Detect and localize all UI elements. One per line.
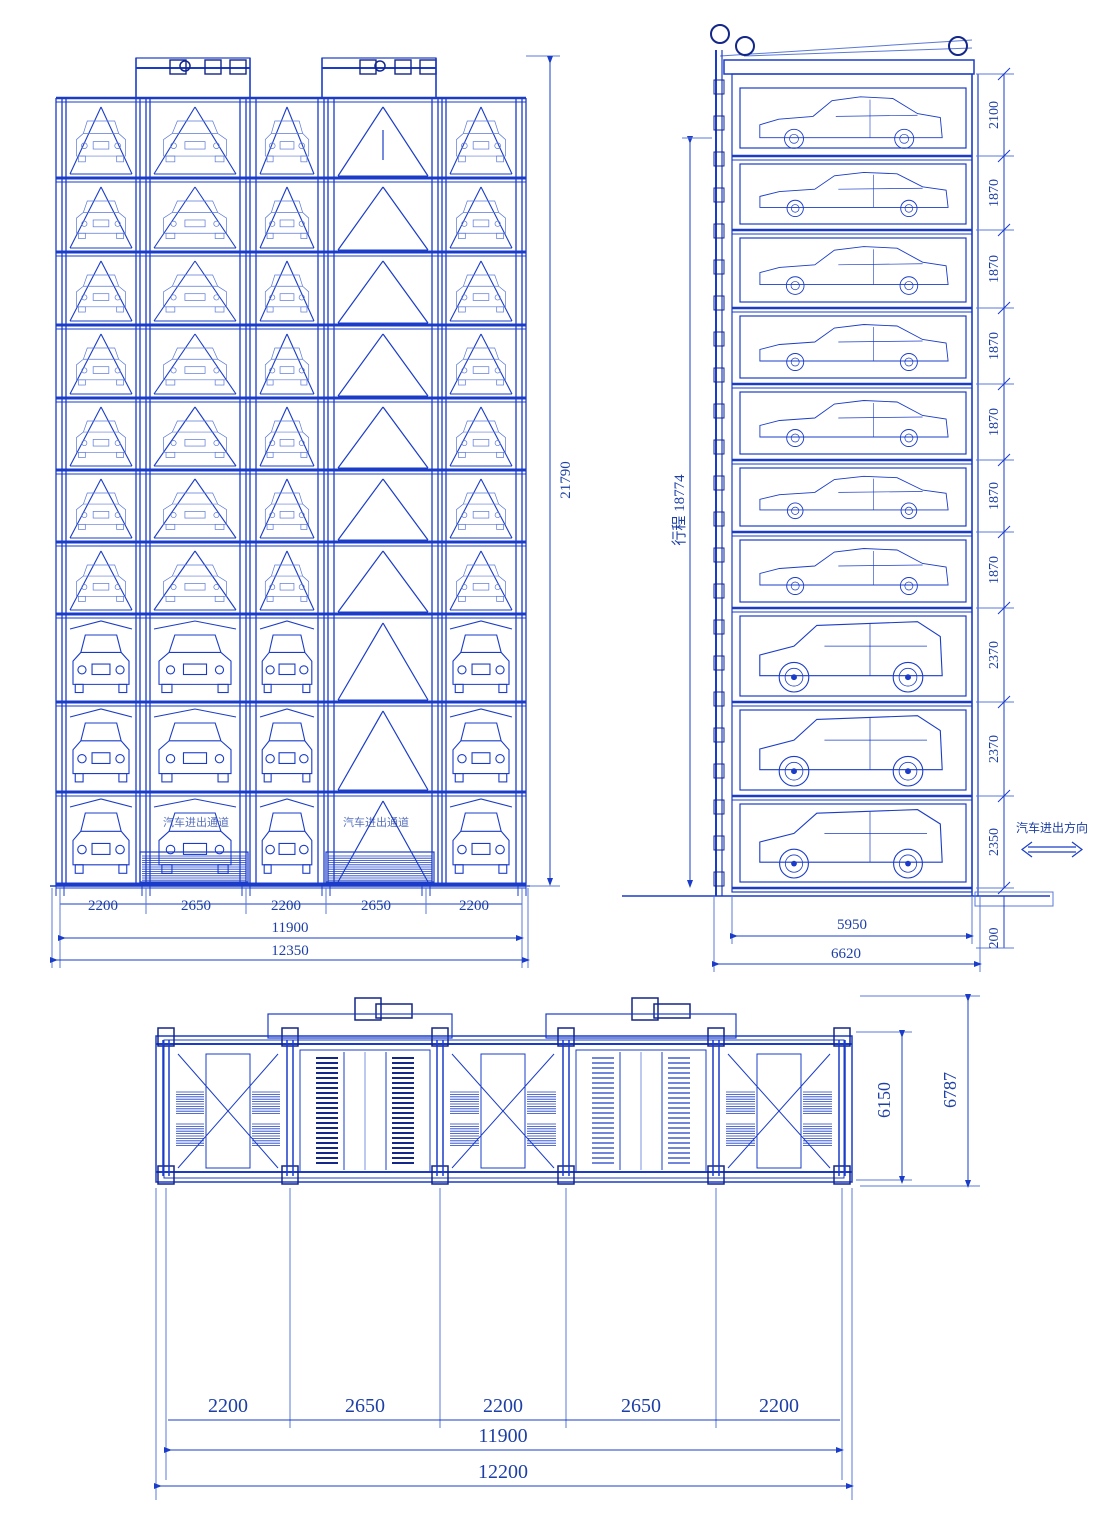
parked-car-front-icon [264, 274, 310, 313]
pulley-icon [948, 36, 968, 56]
front-lane-label-2: 汽车进出通道 [343, 815, 409, 829]
parked-car-front-icon [452, 812, 510, 874]
parked-car-front-icon [456, 200, 506, 239]
parked-car-front-icon [76, 120, 126, 163]
pulley-icon [735, 36, 755, 56]
parked-car-front-icon [264, 200, 310, 239]
front-bay-dim-3: 2200 [271, 898, 301, 914]
side-inner-depth-dim: 5950 [837, 917, 867, 933]
parked-car-front-icon [261, 634, 313, 694]
side-level-dim-1: 2100 [987, 101, 1002, 129]
parked-car-front-icon [163, 347, 227, 386]
pit-depth-dim: 200 [987, 928, 1002, 949]
parked-car-front-icon [163, 120, 227, 163]
parked-car-front-icon [76, 492, 126, 530]
front-height-dim: 21790 [558, 461, 574, 499]
side-level-dim-8: 2370 [987, 641, 1002, 669]
plan-view: 6150 6787 2200 2650 2200 2650 2200 11900… [154, 994, 980, 1500]
parked-car-front-icon [72, 812, 130, 874]
parked-car-front-icon [76, 200, 126, 239]
side-level-dim-9: 2370 [987, 735, 1002, 763]
plan-outer-width-dim: 12200 [478, 1461, 528, 1483]
parked-sedan-icon [759, 400, 949, 447]
parked-sedan-icon [759, 548, 949, 595]
plan-inner-depth-dim: 6150 [874, 1082, 894, 1118]
parked-sedan-icon [759, 475, 949, 520]
front-inner-width-dim: 11900 [272, 920, 309, 936]
parked-car-front-icon [163, 420, 227, 458]
parked-car-front-icon [452, 634, 510, 694]
plan-bay-dim-2: 2650 [345, 1395, 385, 1417]
drive-motor-icon [374, 60, 386, 72]
parked-car-front-icon [261, 812, 313, 874]
parked-suv-icon [759, 809, 943, 879]
front-bay-dim-2: 2650 [181, 898, 211, 914]
parked-car-front-icon [158, 722, 232, 783]
plan-inner-width-dim: 11900 [478, 1425, 527, 1447]
plan-bay-dim-1: 2200 [208, 1395, 248, 1417]
parked-car-front-icon [163, 564, 227, 602]
parked-car-front-icon [72, 634, 130, 694]
front-bay-dim-1: 2200 [88, 898, 118, 914]
parked-car-front-icon [456, 420, 506, 458]
parked-suv-icon [759, 621, 943, 693]
front-view: 21790 2200 2650 2200 2650 2200 11900 123… [50, 55, 574, 968]
parked-car-front-icon [76, 347, 126, 386]
parked-car-front-icon [76, 274, 126, 313]
parked-car-front-icon [163, 274, 227, 313]
plan-bay-dim-5: 2200 [759, 1395, 799, 1417]
parked-car-front-icon [456, 564, 506, 602]
parked-car-front-icon [163, 200, 227, 239]
side-level-dim-5: 1870 [987, 408, 1002, 436]
front-bay-dim-row: 2200 2650 2200 2650 2200 [59, 888, 523, 968]
drive-motor-icon [179, 60, 191, 72]
front-lane-label-1: 汽车进出通道 [163, 815, 229, 829]
front-view-tower-structure [50, 57, 530, 896]
parked-car-front-icon [264, 347, 310, 386]
parked-sedan-icon [759, 171, 949, 218]
side-level-dim-6: 1870 [987, 482, 1002, 510]
parked-car-front-icon [72, 722, 130, 783]
parked-car-front-icon [264, 420, 310, 458]
side-level-dim-10: 2350 [987, 828, 1002, 856]
parked-sedan-icon [759, 324, 949, 371]
front-bay-dim-4: 2650 [361, 898, 391, 914]
parked-car-front-icon [163, 492, 227, 530]
parked-car-front-icon [456, 274, 506, 313]
parked-car-front-icon [264, 564, 310, 602]
plan-bay-dim-4: 2650 [621, 1395, 661, 1417]
side-outer-depth-dim: 6620 [831, 946, 861, 962]
side-level-dim-7: 1870 [987, 556, 1002, 584]
parked-car-front-icon [456, 120, 506, 163]
parked-car-front-icon [456, 347, 506, 386]
plan-bay-dim-row: 2200 2650 2200 2650 2200 [165, 1188, 843, 1480]
vehicle-direction-arrow-icon [1021, 841, 1083, 858]
travel-dim-label: 行程 18774 [671, 474, 688, 546]
side-level-dim-4: 1870 [987, 332, 1002, 360]
parked-car-front-icon [261, 722, 313, 783]
side-level-dim-chain: 2100 1870 1870 1870 1870 1870 1870 2370 2370 2350 [976, 67, 1014, 949]
parked-car-front-icon [264, 120, 310, 163]
parked-suv-icon [759, 715, 943, 787]
front-bay-dim-5: 2200 [459, 898, 489, 914]
parked-car-front-icon [456, 492, 506, 530]
parked-car-front-icon [452, 722, 510, 783]
plan-bay-dim-3: 2200 [483, 1395, 523, 1417]
front-outer-width-dim: 12350 [271, 943, 309, 959]
parked-car-front-icon [76, 564, 126, 602]
parked-car-front-icon [264, 492, 310, 530]
parked-car-front-icon [76, 420, 126, 458]
pulley-icon [710, 24, 730, 44]
plan-outer-depth-dim: 6787 [940, 1072, 960, 1108]
vehicle-direction-label: 汽车进出方向 [1016, 820, 1088, 835]
side-view-tower-structure [622, 24, 1054, 920]
parked-sedan-icon [759, 96, 943, 149]
side-level-dim-3: 1870 [987, 255, 1002, 283]
parked-car-front-icon [158, 634, 232, 694]
parked-sedan-icon [759, 246, 949, 295]
side-level-dim-2: 1870 [987, 179, 1002, 207]
side-view: 行程 18774 2100 1870 1870 1870 1870 1870 1870 237… [622, 24, 1088, 972]
plan-view-structure [155, 997, 853, 1185]
